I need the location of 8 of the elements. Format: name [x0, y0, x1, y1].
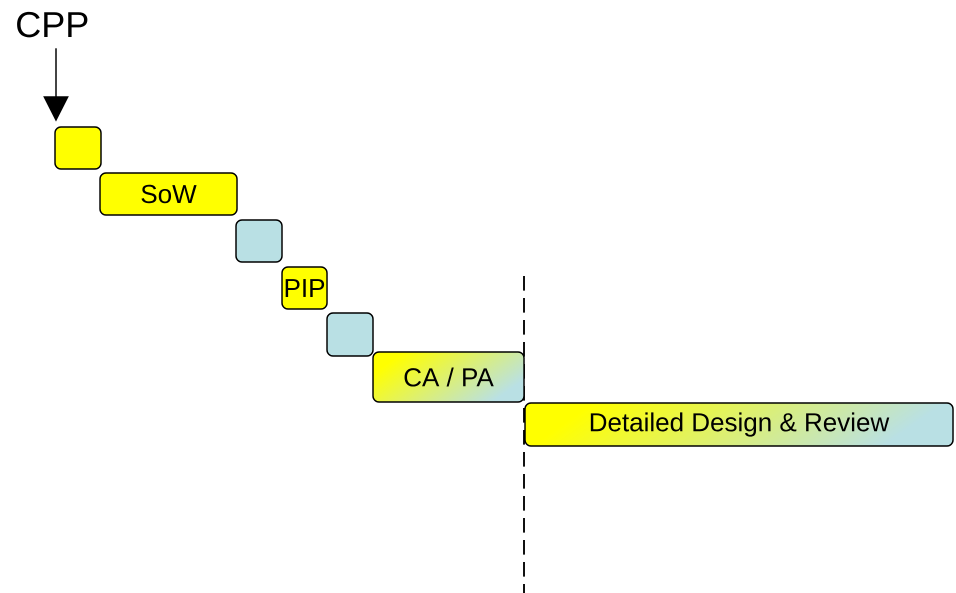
phase-box: SoW	[99, 172, 238, 216]
phase-box: PIP	[281, 266, 328, 310]
phase-box	[235, 219, 283, 263]
phase-box	[326, 312, 374, 357]
phase-box: CA / PA	[372, 351, 525, 403]
phase-box: Detailed Design & Review	[524, 402, 954, 447]
phase-box	[54, 126, 102, 170]
milestone-label: CPP	[17, 12, 88, 38]
